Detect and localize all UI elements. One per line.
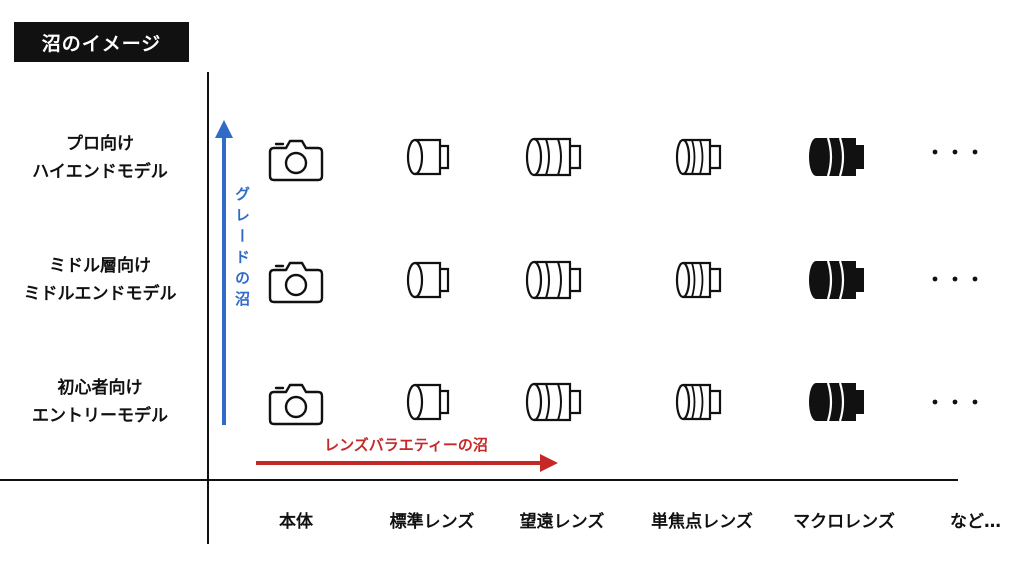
column-label-telephoto-lens: 望遠レンズ: [519, 512, 605, 532]
macro-lens-icon: [807, 136, 866, 178]
camera-icon: [268, 139, 324, 182]
telephoto-lens-icon: [525, 382, 582, 422]
prime-lens-icon: [675, 138, 722, 176]
ellipsis-icon: [932, 399, 978, 405]
vertical-arrowhead: [215, 120, 233, 138]
row-label-line1: 初心者向け: [57, 378, 143, 398]
row-label-line2: ミドルエンドモデル: [23, 284, 177, 304]
row-label-pro: プロ向け ハイエンドモデル: [0, 130, 200, 186]
column-label-standard-lens: 標準レンズ: [389, 512, 475, 532]
row-label-middle: ミドル層向け ミドルエンドモデル: [0, 252, 200, 308]
column-label-macro-lens: マクロレンズ: [793, 512, 895, 532]
vertical-axis: [207, 72, 209, 544]
prime-lens-icon: [675, 383, 722, 421]
diagram-title: 沼のイメージ: [14, 22, 189, 62]
macro-lens-icon: [807, 381, 866, 423]
row-label-entry: 初心者向け エントリーモデル: [0, 374, 200, 430]
camera-icon: [268, 261, 324, 304]
row-label-line2: ハイエンドモデル: [32, 162, 168, 182]
row-label-line1: プロ向け: [66, 134, 134, 154]
ellipsis-icon: [932, 276, 978, 282]
column-label-prime-lens: 単焦点レンズ: [651, 512, 753, 532]
vertical-arrow-label: グレードの沼: [233, 186, 251, 312]
standard-lens-icon: [406, 261, 450, 299]
telephoto-lens-icon: [525, 137, 582, 177]
standard-lens-icon: [406, 383, 450, 421]
column-label-etc: など…: [950, 512, 1001, 532]
macro-lens-icon: [807, 259, 866, 301]
row-label-line2: エントリーモデル: [32, 406, 168, 426]
horizontal-arrowhead: [540, 454, 558, 472]
telephoto-lens-icon: [525, 260, 582, 300]
column-label-body: 本体: [279, 512, 313, 532]
row-label-line1: ミドル層向け: [49, 256, 151, 276]
camera-icon: [268, 383, 324, 426]
ellipsis-icon: [932, 149, 978, 155]
horizontal-arrow-label: レンズバラエティーの沼: [324, 436, 488, 454]
prime-lens-icon: [675, 261, 722, 299]
horizontal-axis: [0, 479, 958, 481]
standard-lens-icon: [406, 138, 450, 176]
